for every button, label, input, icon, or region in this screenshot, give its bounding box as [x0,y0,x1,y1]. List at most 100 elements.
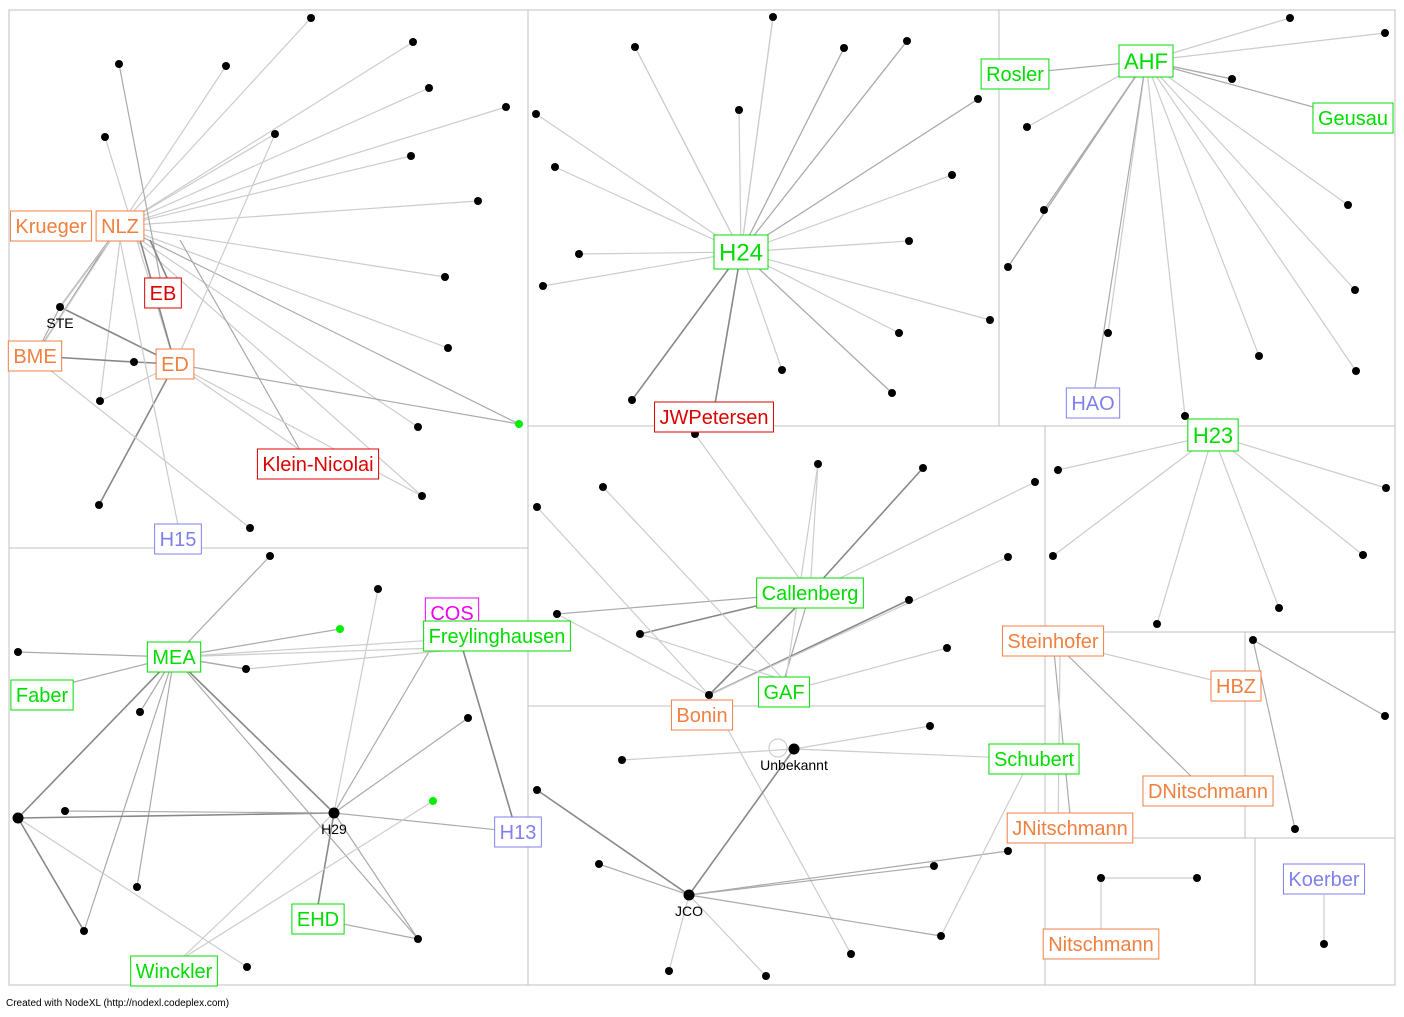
edge [174,363,301,451]
node-koerber: Koerber [1282,863,1366,895]
edge [809,467,924,594]
edge [179,800,434,961]
edge [688,865,935,896]
edge [179,239,301,451]
group-panel [527,9,1000,427]
edge [708,694,852,955]
edge [1145,60,1260,357]
vertex-dot [1054,466,1062,474]
node-winckler: Winckler [130,955,218,987]
vertex-dot [1049,552,1057,560]
vertex-dot [425,84,433,92]
vertex-dot [502,103,510,111]
edge [809,481,1036,594]
vertex-dot [266,552,274,560]
edge [119,133,276,227]
vertex-dot [1249,636,1257,644]
vertex-dot [888,389,896,397]
edge [173,628,341,658]
node-label-jco: JCO [675,903,703,919]
vertex-dot [101,133,109,141]
edge [333,812,519,833]
node-label: JWPetersen [660,407,769,429]
node-box [1118,44,1174,78]
edge [333,812,419,940]
node-label: DNitschmann [1148,781,1268,803]
edge [634,46,742,253]
node-jwpetersen: JWPetersen [654,401,774,433]
footer-credit: Created with NodeXL (http://nodexl.codep… [6,998,230,1009]
vertex-dot [1004,263,1012,271]
edge [1145,32,1386,62]
edge [740,98,979,253]
edge [119,87,430,227]
node-label: AHF [1124,49,1168,74]
edge [98,363,176,506]
edge [1107,60,1147,334]
edge [740,251,783,371]
vertex-dot-green [429,797,437,805]
edge [17,817,248,968]
node-h13: H13 [494,816,542,848]
edge [708,592,811,696]
self-loop [768,738,788,758]
node-label: COS [430,603,473,625]
vertex-dot [539,282,547,290]
vertex-dot [1228,75,1236,83]
node-schubert: Schubert [988,743,1080,775]
vertex-dot [1382,484,1390,492]
node-box [713,234,769,270]
vertex-dot [930,862,938,870]
edge [99,239,121,402]
edge [1252,639,1386,717]
node-label-ste: STE [46,315,73,331]
group-panel [1044,837,1256,986]
edge [119,155,412,227]
node-bme: BME [7,340,63,372]
vertex-dot [243,963,251,971]
node-dnitschmann: DNitschmann [1142,775,1274,807]
group-panel [1254,837,1396,986]
node-box [494,816,542,848]
vertex-dot [769,13,777,21]
vertex-dot [533,786,541,794]
edge [1052,640,1196,781]
edge [64,810,335,814]
edge [536,506,710,696]
vertex-dot [599,483,607,491]
node-geusau: Geusau [1312,102,1394,134]
node-eb: EB [144,277,182,309]
vertex-dot [414,935,422,943]
node-label: H24 [719,240,763,267]
edge [174,133,276,365]
vertex-dot [115,60,123,68]
vertex-dot-green [336,625,344,633]
node-label: ED [161,354,189,376]
vertex-dot [683,889,695,901]
vertex-dot [903,37,911,45]
edge [639,633,785,681]
node-box [1282,863,1366,895]
vertex-dot [974,95,982,103]
vertex-dot [943,644,951,652]
vertex-dot [532,110,540,118]
vertex-dot [1181,412,1189,420]
edge [688,894,942,937]
vertex-dot [1381,29,1389,37]
edge [119,17,312,227]
vertex-dot [1286,14,1294,22]
edge [49,369,251,529]
edge [317,812,335,906]
node-steinhofer: Steinhofer [1001,625,1105,657]
vertex-dot [895,329,903,337]
vertex-dot [551,163,559,171]
node-box [756,577,864,609]
vertex-dot [1023,123,1031,131]
edge [119,225,446,278]
vertex-dot [788,743,800,755]
edge [740,16,774,253]
node-label: GAF [763,682,804,704]
vertex-dot [1359,551,1367,559]
node-label: Schubert [994,749,1074,771]
edge [598,863,690,896]
